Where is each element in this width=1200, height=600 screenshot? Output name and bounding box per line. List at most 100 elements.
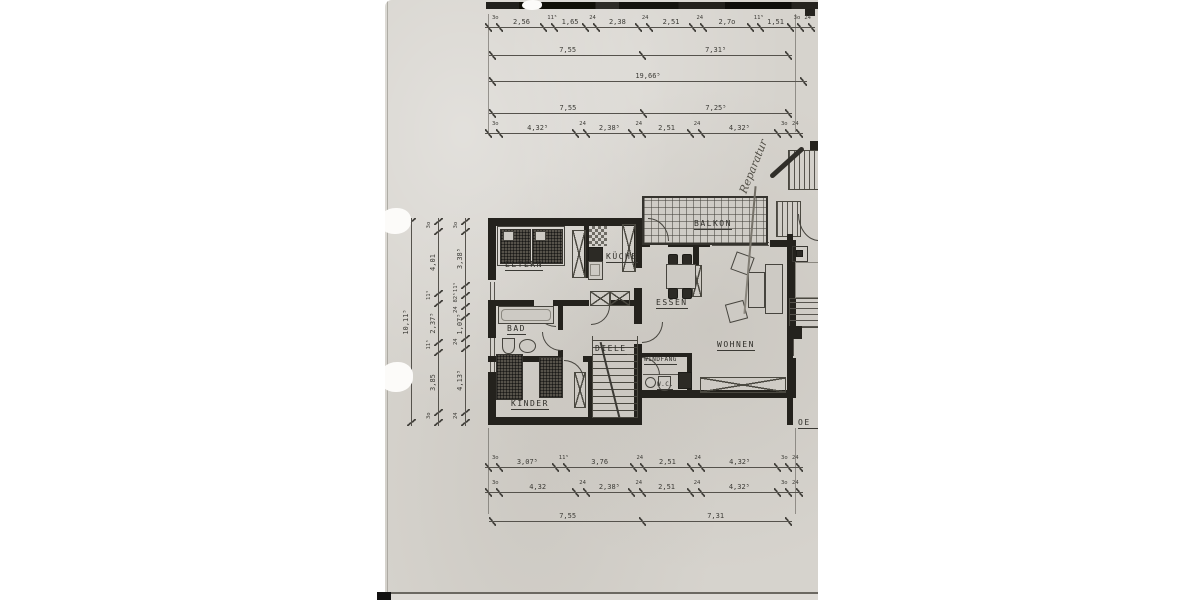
dimension-chain-top-total: 19,66⁵ [489,70,807,86]
kitchen-tiles [589,226,607,246]
dimension-value: 24 [579,480,586,486]
dimension-value: 7,31⁵ [705,46,727,54]
dimension-value: 82⁵ [453,292,459,303]
wall [553,300,589,306]
dimension-value: 24 [453,306,459,313]
corner-label-oe: OE [798,418,818,429]
dimension-value: 24 [635,121,643,127]
wall [642,390,796,398]
wall [787,326,802,339]
scan-bottom-strip [385,594,818,600]
wall-thin [643,374,688,375]
wall [642,353,689,357]
window [490,338,491,372]
dimension-line [411,218,412,426]
wall [488,302,496,338]
dimension-value: 24 [636,455,644,461]
dimension-value: 2,38⁵ [598,483,620,491]
dimension-value: 3,38⁵ [456,248,464,270]
dimension-value: 7,25⁵ [705,104,727,112]
dimension-value: 2,51 [658,483,676,491]
room-label-wc: W.C. [657,381,674,390]
dimension-value: 3o [426,221,432,229]
dimension-line [465,218,466,426]
window [712,245,769,246]
dimension-value: 11⁵ [753,15,764,21]
dimension-value: 4,32⁵ [728,124,750,132]
dimension-value: 24 [693,480,701,486]
dimension-value: 24 [453,338,459,346]
shaft-core [796,250,803,257]
dimension-value: 11⁵ [426,339,432,350]
wall [488,226,496,280]
bathtub-inner [501,309,551,321]
double-bed-icon [497,226,565,266]
room-label-wohnen: WOHNEN [717,340,755,351]
dimension-value: 24 [804,15,811,21]
wall [770,240,796,247]
entry-door-arc [798,214,818,241]
shaft-box [792,246,808,262]
dimension-value: 2,38 [608,18,626,26]
wardrobe-x-panel [622,224,636,272]
dimension-value: 24 [694,455,701,461]
dimension-line [485,133,803,134]
dimension-value: 24 [635,480,643,486]
dimension-value: 3,76 [591,458,609,466]
wc-sink-icon [645,377,656,388]
shaft-block [678,372,692,389]
wall [488,372,496,417]
dimension-value: 3o [492,455,499,461]
dimension-value: 3,85 [429,374,437,391]
paper-tear [522,0,542,10]
dimension-chain-left-total: 10,11⁵ [400,218,416,426]
dimension-value: 3o [453,221,459,229]
dimension-line [485,467,803,468]
dimension-value: 24 [453,412,459,419]
dimension-line [438,218,439,426]
bathtub-icon [498,306,554,324]
door-arc [591,306,610,325]
room-label-balkon: BALKON [694,219,732,230]
scan-corner-mark [377,592,391,600]
window [494,282,495,302]
dimension-value: 4,01 [429,254,437,271]
coffee-table-icon [748,272,765,308]
dimension-value: 1,07⁵ [456,313,464,335]
chair-icon [668,288,678,299]
room-label-kueche: KÜCHE [606,252,638,263]
dimension-value: 2,51 [658,458,676,466]
dimension-line [489,521,792,522]
dimension-value: 3o [781,455,788,461]
dimension-value: 3o [492,121,499,127]
wall [634,288,642,324]
dimension-value: 24 [579,121,586,127]
landing-outline [795,262,818,298]
dimension-value: 4,32 [529,483,547,491]
wall [488,300,534,306]
room-label-diele: DIELE [595,344,627,355]
dimension-line [489,81,807,82]
extension-line [488,428,489,514]
wall [583,356,593,362]
dimension-value: 11⁵ [558,455,569,461]
window [490,282,491,302]
dimension-value: 3o [793,15,801,21]
dimension-value: 4,13⁵ [456,369,464,391]
scan-edge-fragment [805,9,815,16]
dining-table-icon [666,264,696,289]
dimension-value: 2,51 [658,124,676,132]
scan-bottom-line [390,592,818,594]
dimension-value: 24 [696,15,704,21]
wall [693,247,699,265]
counter-icon [590,264,600,276]
dimension-value: 7,31 [707,512,725,520]
dimension-value: 1,65 [561,18,579,26]
dimension-value: 7,55 [559,46,577,54]
